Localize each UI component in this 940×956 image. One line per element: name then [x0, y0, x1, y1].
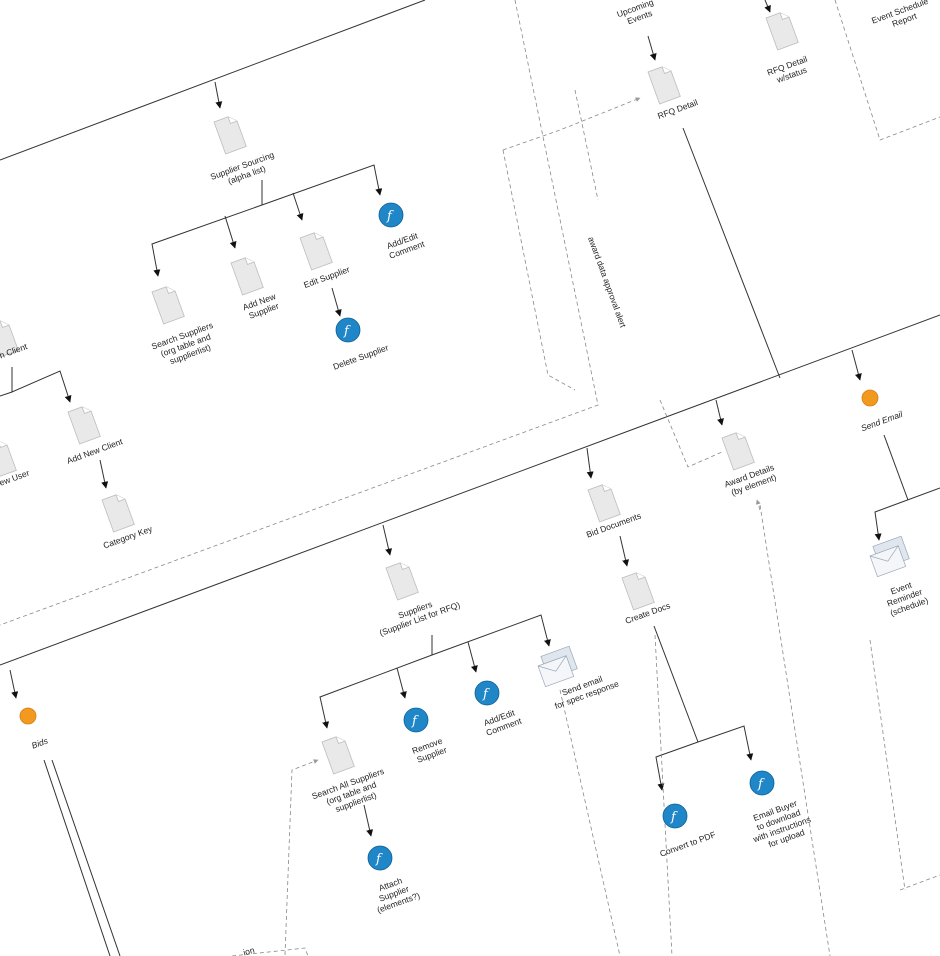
- node-supplier-sourcing[interactable]: Supplier Sourcing (alpha list): [209, 114, 281, 191]
- node-label: Email Buyer to download with instruction…: [744, 795, 818, 854]
- node-edit-supplier[interactable]: Edit Supplier: [299, 230, 351, 290]
- function-icon: f: [662, 803, 688, 829]
- node-label: Edit Supplier: [302, 264, 351, 290]
- document-icon: [721, 432, 755, 471]
- email-icon: [869, 535, 910, 578]
- svg-text:f: f: [343, 324, 351, 339]
- node-search-client[interactable]: h Client: [0, 318, 29, 360]
- node-label: Remove Supplier: [411, 735, 450, 765]
- email-icon: [537, 645, 578, 688]
- node-upcoming-events[interactable]: Upcoming Events: [615, 0, 660, 29]
- node-add-edit-comment-top[interactable]: f Add/Edit Comment: [378, 202, 426, 261]
- node-label: Add New Client: [65, 436, 124, 466]
- document-icon: [647, 66, 681, 105]
- node-add-new-client[interactable]: Add New Client: [65, 404, 124, 466]
- node-rfq-detail-status[interactable]: RFQ Detail w/status: [765, 10, 815, 87]
- document-icon: [213, 116, 247, 155]
- document-icon: [151, 286, 185, 325]
- function-icon: f: [367, 845, 393, 871]
- node-label: Send Email: [860, 409, 905, 434]
- node-suppliers-list[interactable]: Suppliers (Supplier List for RFQ): [375, 560, 462, 638]
- svg-text:f: f: [375, 852, 383, 867]
- node-search-all-suppliers[interactable]: Search All Suppliers (org table and supp…: [310, 734, 394, 820]
- node-send-email-event[interactable]: Send Email: [860, 389, 905, 434]
- document-icon: [385, 562, 419, 601]
- node-delete-supplier[interactable]: f Delete Supplier: [332, 317, 390, 372]
- node-remove-supplier[interactable]: f Remove Supplier: [403, 707, 450, 765]
- node-event-schedule-report[interactable]: Event Schedule Report: [870, 0, 935, 35]
- node-category-key[interactable]: Category Key: [101, 492, 155, 551]
- function-icon: f: [474, 680, 500, 706]
- node-email-buyer[interactable]: f Email Buyer to download with instructi…: [744, 770, 818, 854]
- node-label: Event Reminder (schedule): [882, 576, 930, 618]
- node-label: Suppliers (Supplier List for RFQ): [375, 590, 462, 638]
- node-event-reminder[interactable]: Event Reminder (schedule): [867, 535, 930, 618]
- event-dot-icon: [861, 389, 879, 407]
- function-icon: f: [749, 770, 775, 796]
- node-label: Add/Edit Comment: [384, 229, 426, 261]
- node-label: Award Details (by element): [723, 461, 781, 498]
- node-award-details[interactable]: Award Details (by element): [721, 430, 781, 498]
- node-label: Add New Supplier: [241, 290, 282, 321]
- node-convert-to-pdf[interactable]: f Convert to PDF: [658, 803, 717, 859]
- svg-text:f: f: [670, 810, 678, 825]
- node-label: Category Key: [102, 523, 155, 550]
- node-add-new-user[interactable]: ew User: [0, 438, 31, 488]
- document-icon: [0, 320, 19, 359]
- node-label: RFQ Detail w/status: [766, 53, 815, 87]
- node-label: Search All Suppliers (org table and supp…: [310, 765, 394, 820]
- node-send-email-spec[interactable]: Send email for spec response: [535, 645, 620, 711]
- node-label: Bids: [30, 735, 50, 750]
- document-icon: [765, 12, 799, 51]
- function-icon: f: [335, 317, 361, 343]
- svg-text:f: f: [757, 777, 765, 792]
- node-label: Add/Edit Comment: [481, 706, 523, 738]
- document-icon: [621, 572, 655, 611]
- corner-partial-annotation: ion: [242, 945, 256, 956]
- node-label: Convert to PDF: [658, 829, 716, 858]
- node-label: Delete Supplier: [332, 342, 390, 371]
- document-icon: [67, 406, 101, 445]
- node-label: Event Schedule Report: [870, 0, 935, 35]
- node-attach-supplier[interactable]: f Attach Supplier (elements?): [367, 845, 422, 915]
- document-icon: [321, 736, 355, 775]
- document-icon: [230, 257, 264, 296]
- node-bids-event[interactable]: Bids: [19, 707, 50, 751]
- function-icon: f: [378, 202, 404, 228]
- node-search-suppliers[interactable]: Search Suppliers (org table and supplier…: [150, 284, 223, 370]
- node-label: Search Suppliers (org table and supplier…: [150, 319, 223, 370]
- node-label: Supplier Sourcing (alpha list): [209, 149, 281, 192]
- svg-text:f: f: [386, 209, 394, 224]
- node-create-docs[interactable]: Create Docs: [621, 570, 672, 626]
- document-icon: [587, 484, 621, 523]
- node-bid-documents[interactable]: Bid Documents: [585, 482, 643, 540]
- node-rfq-detail[interactable]: RFQ Detail: [647, 64, 699, 121]
- svg-text:f: f: [411, 714, 419, 729]
- node-add-new-supplier[interactable]: Add New Supplier: [230, 255, 283, 321]
- node-label: Upcoming Events: [615, 0, 660, 29]
- document-icon: [101, 494, 135, 533]
- function-icon: f: [403, 707, 429, 733]
- document-icon: [299, 232, 333, 271]
- award-alert-annotation: award data approval alert: [586, 235, 628, 329]
- svg-text:f: f: [482, 687, 490, 702]
- node-label: Attach Supplier (elements?): [369, 871, 422, 915]
- node-add-edit-comment-bottom[interactable]: f Add/Edit Comment: [474, 680, 523, 738]
- event-dot-icon: [19, 707, 37, 725]
- document-icon: [0, 440, 17, 479]
